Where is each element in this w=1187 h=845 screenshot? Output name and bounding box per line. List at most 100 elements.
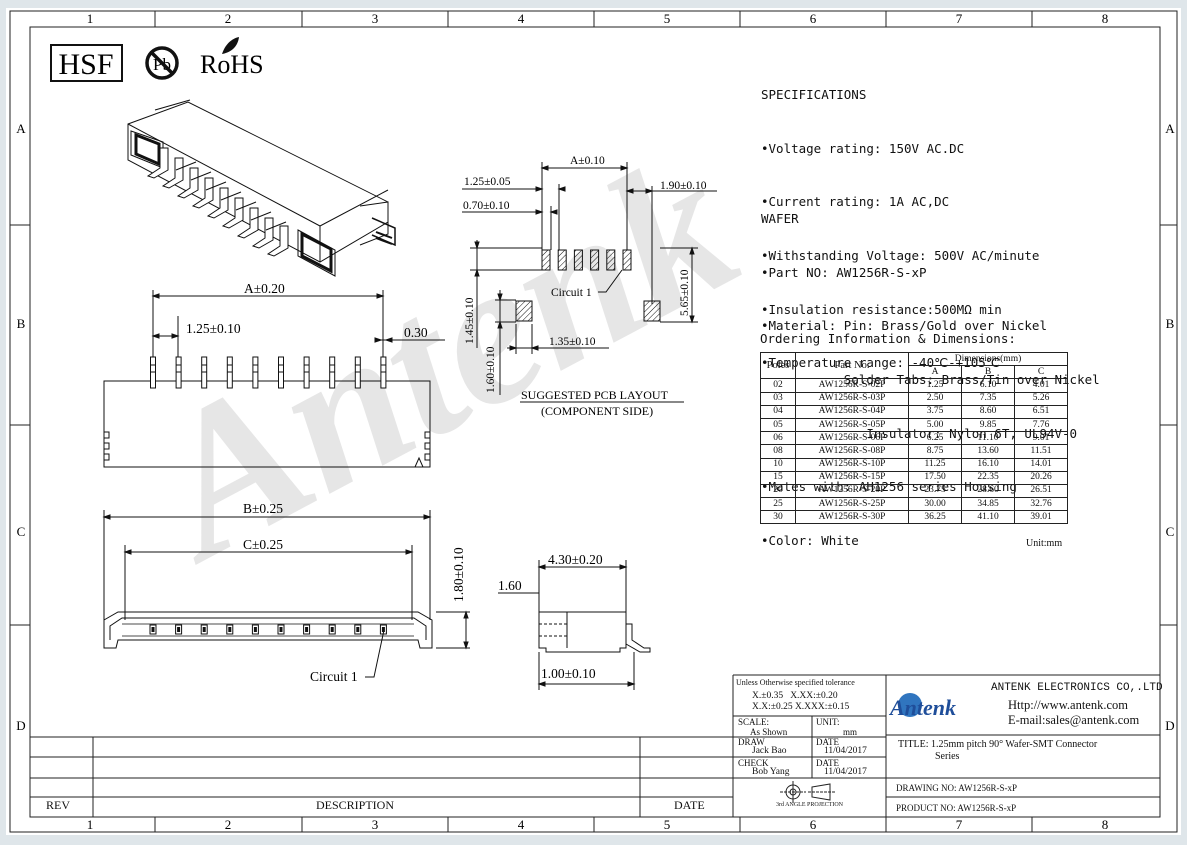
table-cell: AW1256R-S-02P [795, 378, 909, 393]
table-cell: 6.10 [961, 378, 1015, 393]
col-label: 7 [956, 11, 963, 26]
table-cell: 1.25 [908, 378, 962, 393]
table-cell: 11.10 [961, 431, 1015, 446]
side-view [498, 560, 651, 690]
pcb-pad [590, 249, 600, 271]
table-cell: 5.00 [908, 417, 962, 433]
table-cell: 26.51 [1014, 483, 1068, 499]
table-cell: 6.51 [1014, 404, 1068, 419]
svg-text:0.30: 0.30 [404, 325, 428, 340]
svg-text:B: B [17, 316, 26, 331]
svg-text:1.60±0.10: 1.60±0.10 [485, 346, 497, 393]
table-cell: 10 [760, 457, 796, 472]
table-cell: 17.50 [908, 470, 962, 485]
tolerance-title: Unless Otherwise specified tolerance [736, 678, 855, 687]
hsf-text: HSF [58, 48, 113, 81]
table-cell: AW1256R-S-15P [795, 470, 909, 485]
table-cell: 36.25 [908, 510, 962, 525]
table-cell: 11.51 [1014, 444, 1068, 459]
svg-text:Circuit 1: Circuit 1 [551, 287, 592, 299]
spec-line: •Insulation resistance:500MΩ min [761, 301, 1002, 317]
table-cell: 03 [760, 391, 796, 406]
svg-text:C: C [1166, 524, 1175, 539]
svg-text:Circuit 1: Circuit 1 [310, 669, 358, 684]
table-cell: AW1256R-S-25P [795, 497, 909, 512]
svg-text:(COMPONENT SIDE): (COMPONENT SIDE) [541, 404, 653, 418]
table-cell: 28.60 [961, 483, 1015, 499]
table-cell: 22.35 [961, 470, 1015, 485]
projection-label: 3rd ANGLE PROJECTION [776, 802, 843, 808]
table-cell: 23.75 [908, 483, 962, 499]
table-cell: 9.01 [1014, 431, 1068, 446]
product-no: PRODUCT NO: AW1256R-S-xP [896, 803, 1017, 813]
svg-text:B: B [1166, 316, 1175, 331]
table-cell: 20 [760, 483, 796, 499]
col-poles: Poles [760, 351, 796, 380]
front-view-pins [149, 624, 387, 635]
table-cell: 06 [760, 431, 796, 446]
rev-header: REV [46, 798, 70, 812]
svg-text:6: 6 [810, 817, 817, 832]
ordering-title: Ordering Information & Dimensions: [760, 331, 1016, 346]
table-cell: 04 [760, 404, 796, 419]
svg-text:C: C [17, 524, 26, 539]
col-label: 4 [518, 11, 525, 26]
col-label: 8 [1102, 11, 1109, 26]
svg-text:4: 4 [518, 817, 525, 832]
pin-core [356, 627, 360, 632]
table-cell: AW1256R-S-06P [795, 431, 909, 446]
wafer-title: WAFER [761, 210, 799, 226]
col-label: 5 [664, 11, 671, 26]
unit-note: Unit:mm [1026, 538, 1063, 549]
pcb-pad [573, 249, 583, 271]
svg-text:7: 7 [956, 817, 963, 832]
wafer-line: •Material: Pin: Brass/Gold over Nickel [761, 318, 1047, 334]
date-header: DATE [674, 798, 705, 812]
table-cell: 13.60 [961, 444, 1015, 459]
wafer-line: •Color: White [761, 533, 859, 549]
svg-text:1.45±0.10: 1.45±0.10 [464, 297, 476, 344]
pcb-pad [622, 249, 632, 271]
table-cell: 32.76 [1014, 497, 1068, 512]
drawing-title: TITLE: 1.25mm pitch 90° Wafer-SMT Connec… [898, 739, 1098, 750]
pcb-pads [541, 249, 632, 271]
drawing-title-2: Series [935, 751, 960, 762]
title-block [30, 674, 1160, 817]
pin-core [177, 627, 181, 632]
top-view [103, 290, 445, 468]
svg-text:D: D [1165, 718, 1174, 733]
spec-line: •Withstanding Voltage: 500V AC/minute [761, 247, 1040, 263]
wafer-line: •Part NO: AW1256R-S-xP [761, 264, 927, 280]
svg-text:5: 5 [664, 817, 671, 832]
no-pb-icon [145, 46, 179, 80]
table-cell: 8.60 [961, 404, 1015, 419]
table-cell: 30 [760, 510, 796, 525]
row-label: A [16, 121, 26, 136]
pin-core [305, 627, 309, 632]
svg-text:C±0.25: C±0.25 [243, 537, 283, 552]
table-cell: 7.35 [961, 391, 1015, 406]
drawing-no: DRAWING NO: AW1256R-S-xP [896, 783, 1018, 793]
drawn-by: Jack Bao [752, 746, 787, 756]
pcb-solder-tab [515, 300, 533, 322]
top-view-pins [150, 356, 387, 389]
svg-text:1.25±0.05: 1.25±0.05 [464, 176, 511, 188]
iso-pins [146, 147, 289, 257]
description-header: DESCRIPTION [316, 798, 395, 812]
table-cell: AW1256R-S-08P [795, 444, 909, 459]
svg-text:1.25±0.10: 1.25±0.10 [186, 321, 241, 336]
company-name: ANTENK ELECTRONICS CO,.LTD [991, 682, 1163, 694]
col-label: 6 [810, 11, 817, 26]
table-cell: AW1256R-S-20P [795, 483, 909, 499]
table-cell: 20.26 [1014, 470, 1068, 485]
svg-text:1.80±0.10: 1.80±0.10 [451, 547, 466, 602]
table-cell: AW1256R-S-30P [795, 510, 909, 525]
col-label: 3 [372, 11, 379, 26]
table-cell: 7.76 [1014, 417, 1068, 433]
pin-core [381, 627, 385, 632]
